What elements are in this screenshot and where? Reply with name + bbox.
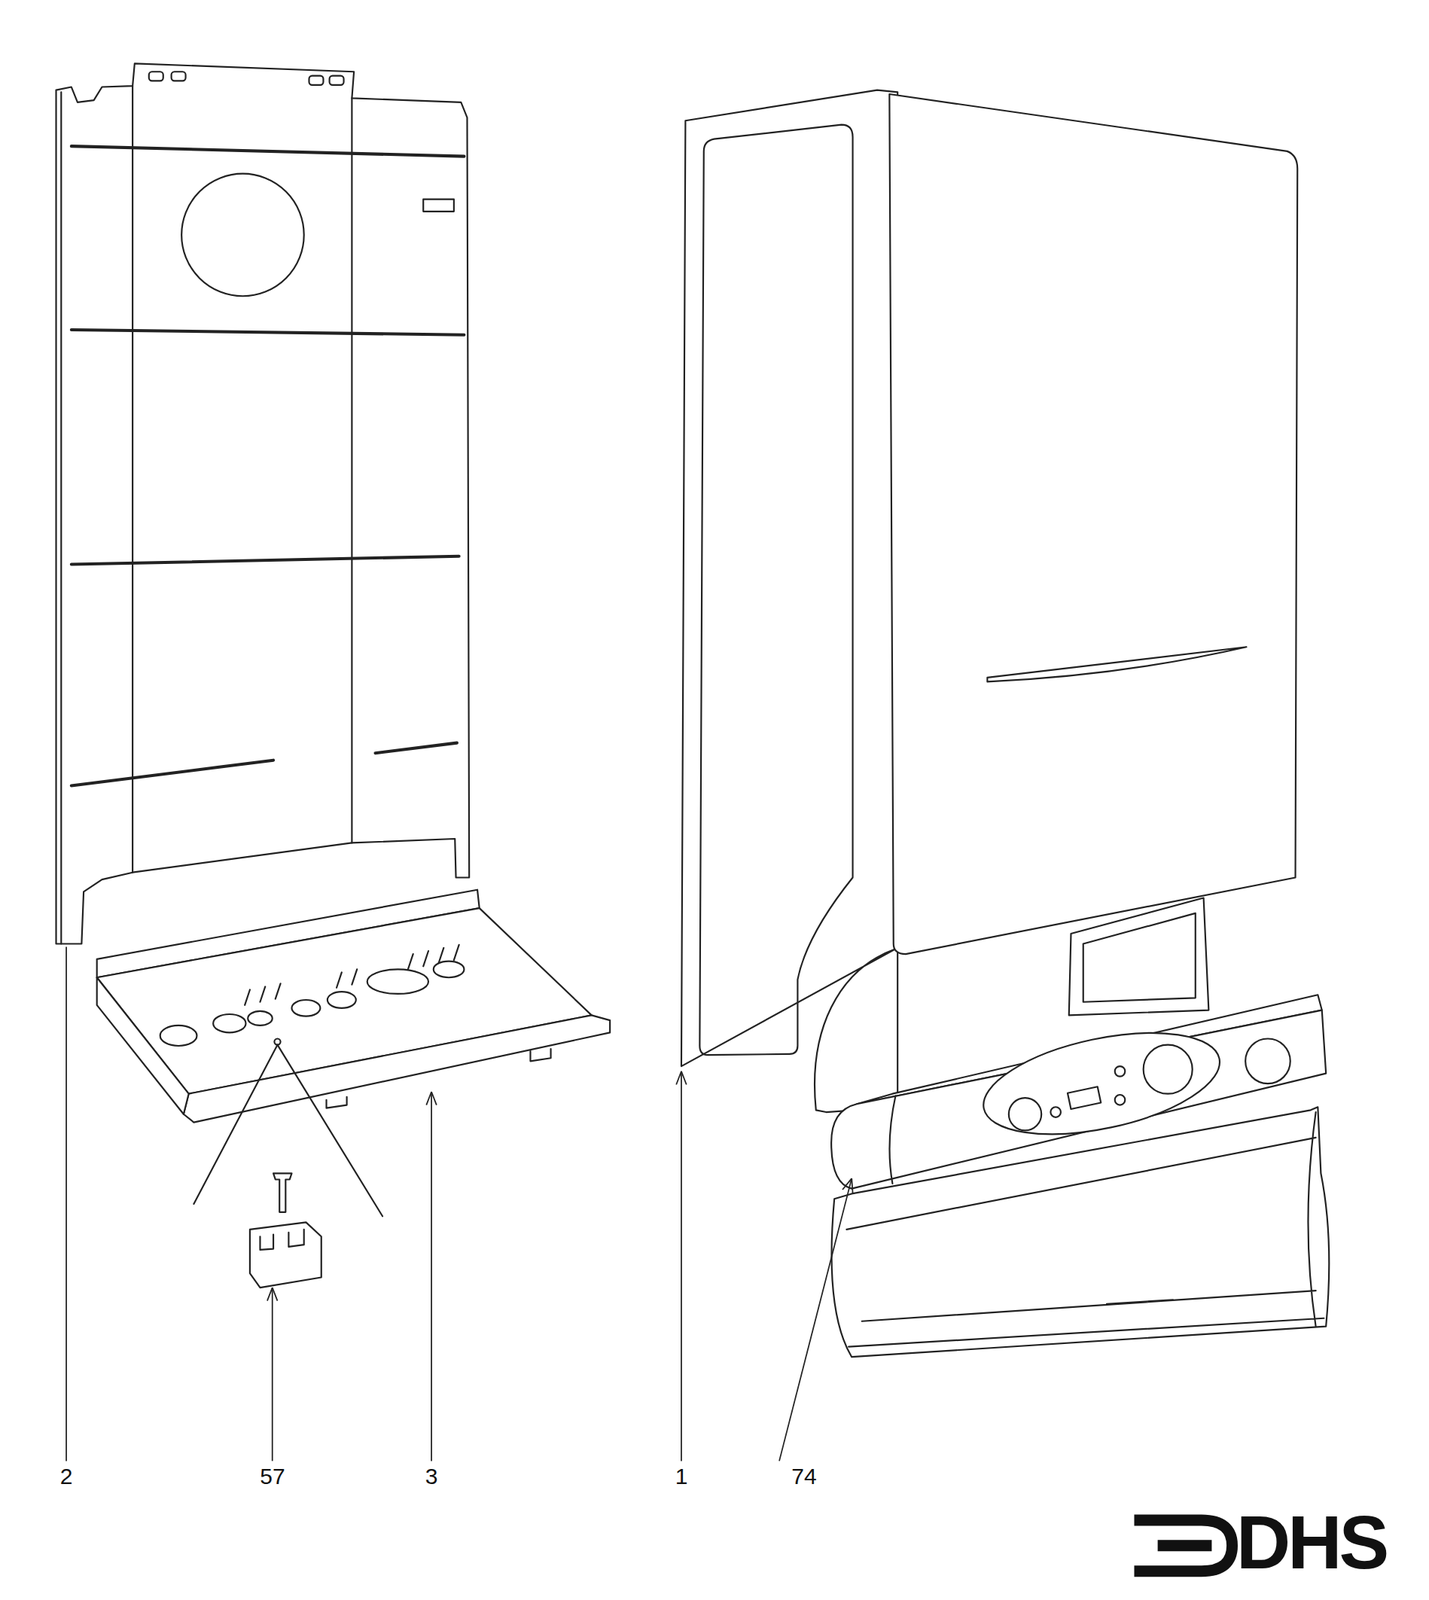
callout-number: 3	[425, 1465, 439, 1488]
logo-mark	[1133, 1520, 1232, 1572]
panel-slot	[171, 71, 186, 81]
panel-slot	[308, 76, 323, 86]
button	[1050, 1106, 1061, 1118]
button	[1115, 1094, 1126, 1106]
panel-fold	[60, 85, 352, 944]
panel-slot	[329, 76, 345, 86]
tray-knockouts	[160, 944, 465, 1046]
detail-leader	[193, 1045, 383, 1217]
flue-hole	[181, 173, 305, 297]
cover-handle	[987, 646, 1247, 682]
front-cover	[889, 94, 1298, 954]
side-frame-inner	[699, 124, 853, 1056]
tray-feet	[326, 1048, 552, 1109]
bottom-cover	[831, 1106, 1330, 1357]
panel-slot	[149, 71, 164, 81]
back-panel	[56, 63, 470, 944]
side-frame	[681, 90, 898, 1113]
tray-hole	[274, 1038, 281, 1046]
lower-bracket	[1069, 898, 1210, 1016]
button	[1115, 1066, 1126, 1077]
panel-plug	[1245, 1038, 1291, 1085]
selector-knob	[1008, 1097, 1042, 1131]
pressure-gauge	[1143, 1045, 1193, 1094]
screw	[273, 1173, 292, 1212]
logo-text: DHS	[1236, 1504, 1387, 1580]
leader-lines	[66, 947, 854, 1462]
bracket	[249, 1221, 322, 1288]
callout-number: 2	[60, 1465, 74, 1488]
panel-rib	[71, 146, 465, 786]
callout-number: 74	[791, 1465, 817, 1488]
control-panel-edge	[889, 1095, 896, 1184]
display-window	[1067, 1086, 1101, 1110]
callout-number: 1	[675, 1465, 689, 1488]
bottom-cover-lines	[846, 1112, 1324, 1347]
callout-number: 57	[259, 1465, 285, 1488]
tray-front	[183, 1014, 610, 1122]
panel-slot	[423, 199, 454, 212]
